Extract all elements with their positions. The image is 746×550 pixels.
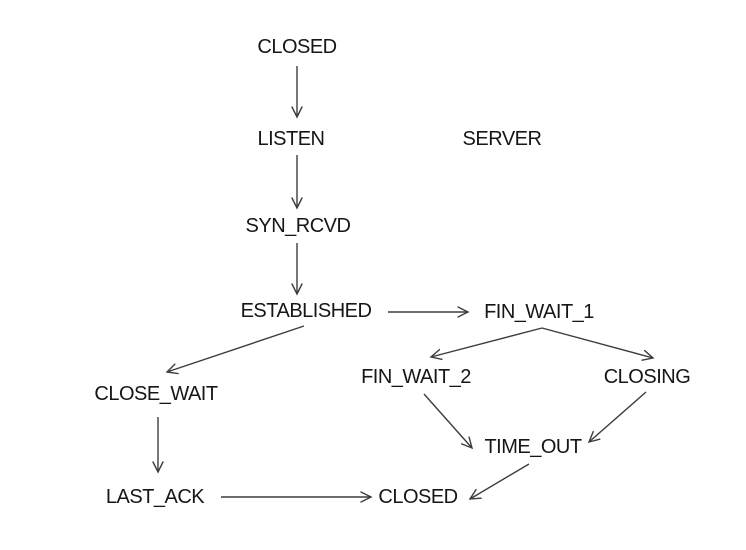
- state-label-close-wait: CLOSE_WAIT: [94, 383, 218, 405]
- transition-arrow-established-to-close-wait: [165, 325, 305, 375]
- state-label-listen: LISTEN: [257, 128, 325, 150]
- transition-arrow-fin-wait-1-to-closing: [541, 327, 655, 361]
- transition-arrow-fin-wait-1-to-fin-wait-2: [429, 327, 543, 361]
- state-label-time-out: TIME_OUT: [484, 436, 582, 458]
- transition-arrow-fin-wait-2-to-time-out: [423, 393, 474, 450]
- edges-group: [152, 66, 655, 503]
- state-label-closed-bottom: CLOSED: [378, 486, 458, 508]
- context-label-server: SERVER: [462, 128, 542, 150]
- state-label-closed-top: CLOSED: [257, 36, 337, 58]
- state-label-fin-wait-1: FIN_WAIT_1: [484, 301, 594, 323]
- state-label-established: ESTABLISHED: [240, 300, 372, 322]
- transition-arrow-time-out-to-closed-bottom: [468, 463, 530, 500]
- transition-arrow-closing-to-time-out: [587, 391, 647, 444]
- state-label-last-ack: LAST_ACK: [105, 486, 205, 508]
- state-label-syn-rcvd: SYN_RCVD: [245, 215, 351, 237]
- state-label-fin-wait-2: FIN_WAIT_2: [361, 366, 471, 388]
- state-label-closing: CLOSING: [603, 366, 691, 388]
